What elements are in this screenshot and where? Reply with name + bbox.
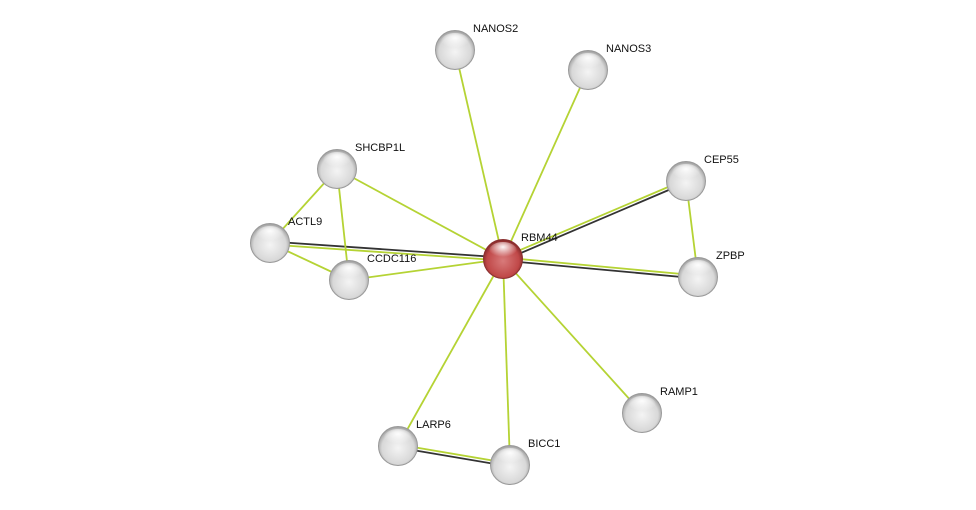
edge-rbm44-zpbp-coexpression[interactable] [502,259,698,280]
node-label[interactable]: CCDC116 [367,253,416,265]
node-rbm44[interactable]: RBM44 [483,232,558,279]
node-nanos3[interactable]: NANOS3 [568,43,652,90]
node-highlight [684,260,712,278]
edge-rbm44-bicc1-textmining[interactable] [502,258,511,466]
node-label[interactable]: NANOS3 [606,43,651,55]
node-label[interactable]: CEP55 [704,154,739,166]
node-label[interactable]: NANOS2 [473,23,518,35]
node-highlight [441,33,469,51]
node-label[interactable]: RAMP1 [660,386,698,398]
edge-rbm44-nanos2-textmining[interactable] [454,49,504,260]
node-label[interactable]: SHCBP1L [355,142,405,154]
node-bicc1[interactable]: BICC1 [490,438,561,485]
node-highlight [496,448,524,466]
edge-rbm44-cep55-coexpression[interactable] [503,181,687,262]
node-label[interactable]: LARP6 [416,419,451,431]
edge-rbm44-zpbp-textmining[interactable] [503,256,699,277]
node-highlight [256,226,284,244]
node-highlight [335,263,363,281]
node-shcbp1l[interactable]: SHCBP1L [317,142,406,189]
edge-rbm44-actl9-coexpression[interactable] [270,240,504,259]
edge-rbm44-cep55-textmining[interactable] [502,178,686,259]
node-highlight [574,53,602,71]
node-highlight [672,164,700,182]
edge-rbm44-actl9-textmining[interactable] [269,243,503,262]
edge-rbm44-ramp1-textmining[interactable] [502,258,643,414]
node-ramp1[interactable]: RAMP1 [622,386,698,433]
node-actl9[interactable]: ACTL9 [250,216,323,263]
node-zpbp[interactable]: ZPBP [678,250,745,297]
edge-rbm44-ccdc116-textmining[interactable] [348,258,504,281]
node-label[interactable]: RBM44 [521,232,558,244]
node-ccdc116[interactable]: CCDC116 [329,253,417,300]
node-cep55[interactable]: CEP55 [666,154,739,201]
edge-rbm44-nanos3-textmining[interactable] [502,69,589,260]
node-highlight [628,396,656,414]
node-label[interactable]: BICC1 [528,438,560,450]
edge-rbm44-shcbp1l-textmining[interactable] [336,168,504,260]
edge-rbm44-larp6-textmining[interactable] [397,258,504,447]
node-nanos2[interactable]: NANOS2 [435,23,519,70]
node-highlight [384,429,412,447]
node-label[interactable]: ACTL9 [288,216,322,228]
node-highlight [323,152,351,170]
node-label[interactable]: ZPBP [716,250,745,262]
node-larp6[interactable]: LARP6 [378,419,451,466]
node-highlight [489,242,517,260]
